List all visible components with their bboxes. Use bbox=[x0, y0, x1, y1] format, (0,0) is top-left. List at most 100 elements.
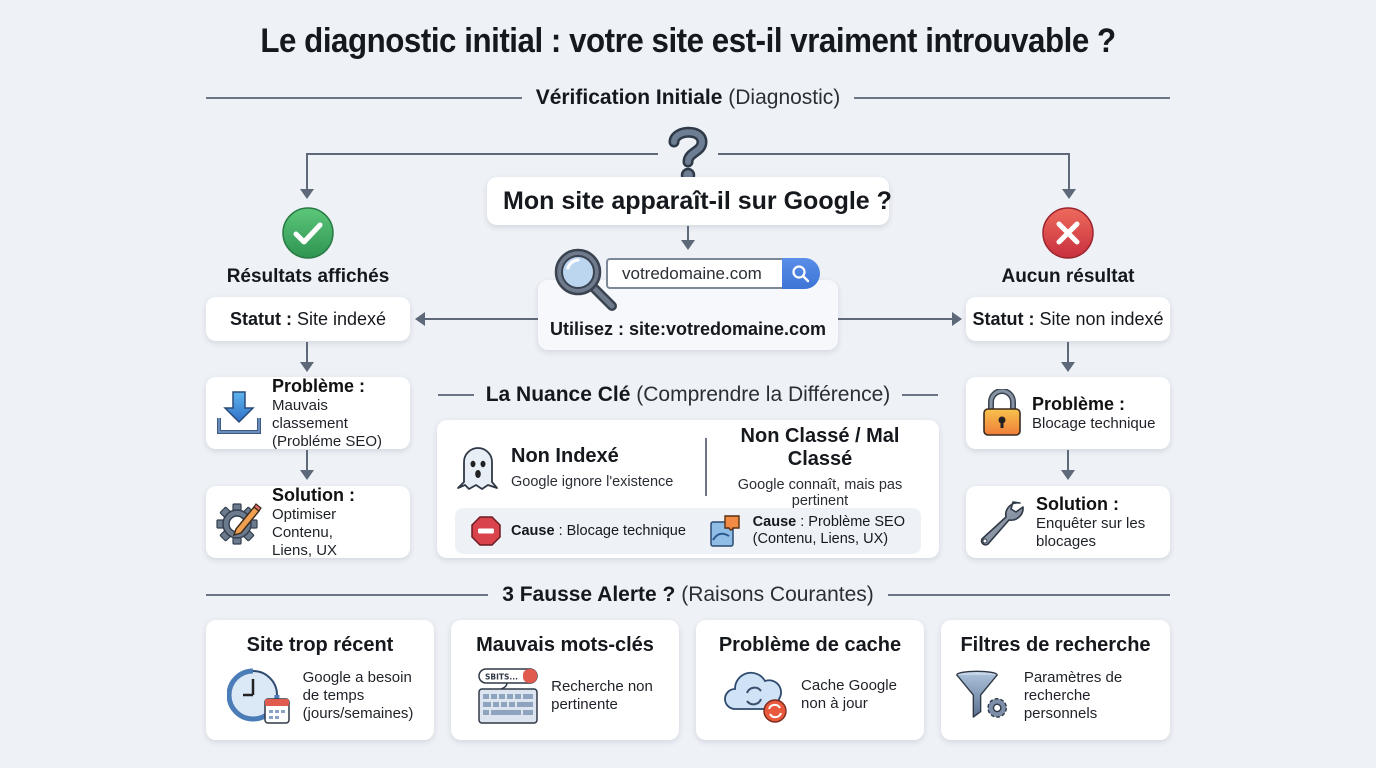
problem-title: Problème : bbox=[272, 375, 366, 396]
cause-bar: Cause : Blocage technique Cause : Problè… bbox=[455, 508, 921, 554]
gear-pencil-icon bbox=[216, 499, 262, 545]
error-circle-icon bbox=[1041, 206, 1095, 260]
cause-value: (Contenu, Liens, UX) bbox=[752, 531, 889, 547]
solution-card-right: Solution : Enquêter sur les blocages bbox=[966, 486, 1170, 558]
alert-text: pertinente bbox=[551, 696, 618, 713]
solution-text: Enquêter sur les bbox=[1036, 514, 1146, 532]
status-value: Site non indexé bbox=[1039, 308, 1164, 329]
problem-title: Problème : bbox=[1032, 393, 1126, 414]
section-header-verification: Vérification Initiale (Diagnostic) bbox=[206, 86, 1171, 110]
arrow-down-icon bbox=[1061, 470, 1075, 480]
arrow-down-icon bbox=[681, 240, 695, 250]
nuance-col1-title: Non Indexé bbox=[511, 444, 619, 467]
section-title-light: (Comprendre la Différence) bbox=[636, 383, 891, 406]
divider-line bbox=[206, 594, 489, 596]
clock-calendar-icon bbox=[226, 668, 290, 724]
arrow-down-icon bbox=[1061, 362, 1075, 372]
solution-text: blocages bbox=[1036, 532, 1097, 550]
question-box: Mon site apparaît-il sur Google ? bbox=[487, 177, 892, 225]
divider-line bbox=[887, 594, 1171, 596]
search-input[interactable]: votredomaine.com bbox=[606, 258, 782, 289]
solution-title: Solution : bbox=[1036, 493, 1119, 514]
ghost-icon bbox=[455, 442, 501, 492]
alert-card-recent-site: Site trop récent Google a besoin de temp… bbox=[206, 620, 434, 740]
cause-key: Cause bbox=[752, 514, 797, 530]
section-title-bold: 3 Fausse Alerte ? bbox=[502, 583, 676, 606]
problem-text: Blocage technique bbox=[1032, 414, 1156, 432]
connector-line bbox=[838, 318, 952, 320]
alert-title: Filtres de recherche bbox=[960, 634, 1151, 656]
arrow-left-icon bbox=[415, 312, 425, 326]
arrow-down-icon bbox=[1062, 189, 1076, 199]
alert-text: Recherche non bbox=[551, 678, 653, 695]
divider-line bbox=[206, 97, 522, 99]
section-header-false-alerts: 3 Fausse Alerte ? (Raisons Courantes) bbox=[206, 583, 1171, 607]
connector-line bbox=[687, 226, 689, 242]
magnifier-icon bbox=[552, 246, 622, 316]
section-title-light: (Raisons Courantes) bbox=[681, 583, 874, 606]
lock-icon bbox=[982, 389, 1022, 437]
arrow-right-icon bbox=[952, 312, 962, 326]
download-tray-icon bbox=[216, 390, 262, 436]
svg-text:SBITS...: SBITS... bbox=[485, 673, 518, 682]
section-title-bold: Vérification Initiale bbox=[535, 86, 723, 109]
status-box-indexed: Statut :Site indexé bbox=[206, 297, 410, 341]
alert-text: Paramètres de bbox=[1023, 669, 1123, 686]
alert-title: Problème de cache bbox=[718, 634, 902, 656]
stop-sign-icon bbox=[471, 516, 501, 546]
search-icon bbox=[792, 264, 810, 282]
page-title: Le diagnostic initial : votre site est-i… bbox=[260, 22, 1116, 60]
alert-text: non à jour bbox=[801, 695, 868, 712]
arrow-down-icon bbox=[300, 189, 314, 199]
column-divider bbox=[705, 438, 707, 496]
alert-card-search-filters: Filtres de recherche Paramètres de reche… bbox=[941, 620, 1170, 740]
alert-text: Google a besoin bbox=[302, 669, 412, 686]
status-value: Site indexé bbox=[296, 308, 387, 329]
alert-title: Mauvais mots-clés bbox=[476, 634, 654, 656]
connector-line bbox=[306, 153, 308, 191]
question-mark-icon bbox=[664, 124, 712, 184]
check-circle-icon bbox=[281, 206, 335, 260]
connector-line bbox=[306, 153, 658, 155]
instruction-text: Utilisez : site:votredomaine.com bbox=[549, 319, 827, 339]
nuance-col1-sub: Google ignore l'existence bbox=[511, 473, 674, 490]
search-button[interactable] bbox=[782, 258, 820, 289]
status-box-not-indexed: Statut :Site non indexé bbox=[966, 297, 1170, 341]
divider-line bbox=[438, 394, 474, 396]
section-header-nuance: La Nuance Clé (Comprendre la Différence) bbox=[438, 383, 938, 407]
alert-text: recherche personnels bbox=[1023, 687, 1098, 722]
cause-value: : Blocage technique bbox=[558, 523, 686, 539]
cause-value: : Problème SEO bbox=[800, 514, 905, 530]
alert-card-wrong-keywords: Mauvais mots-clés SBITS... Recherche non… bbox=[451, 620, 679, 740]
status-key: Statut : bbox=[972, 308, 1035, 329]
cloud-refresh-icon bbox=[724, 671, 787, 723]
connector-line bbox=[306, 450, 308, 472]
nuance-card: Non Indexé Google ignore l'existence Non… bbox=[437, 420, 939, 558]
divider-line bbox=[854, 97, 1171, 99]
alert-text: Cache Google bbox=[801, 677, 897, 694]
solution-title: Solution : bbox=[272, 484, 355, 505]
nuance-col2-sub: Google connaît, mais pas pertinent bbox=[737, 477, 903, 509]
connector-line bbox=[1067, 450, 1069, 472]
arrow-down-icon bbox=[300, 470, 314, 480]
connector-line bbox=[424, 318, 538, 320]
wrench-icon bbox=[976, 497, 1026, 547]
divider-line bbox=[902, 394, 938, 396]
cause-key: Cause bbox=[511, 523, 555, 539]
alert-title: Site trop récent bbox=[246, 634, 394, 656]
problem-text: Mauvais classement bbox=[272, 396, 348, 432]
alert-text: de temps bbox=[302, 687, 365, 704]
solution-card-left: Solution : Optimiser Contenu, Liens, UX bbox=[206, 484, 410, 559]
connector-line bbox=[1067, 342, 1069, 364]
filter-gear-icon bbox=[956, 670, 1008, 718]
connector-line bbox=[718, 153, 1070, 155]
result-label-not-found: Aucun résultat bbox=[1001, 266, 1135, 287]
problem-card-left: Problème : Mauvais classement (Probléme … bbox=[206, 375, 410, 450]
keyboard-search-icon: SBITS... bbox=[478, 668, 538, 724]
alert-card-cache: Problème de cache Cache Google non à jou… bbox=[696, 620, 924, 740]
result-label-found: Résultats affichés bbox=[226, 266, 390, 287]
problem-text: (Probléme SEO) bbox=[272, 432, 383, 450]
section-title-light: (Diagnostic) bbox=[728, 86, 841, 109]
nuance-col2-title: Non Classé / Mal Classé bbox=[740, 425, 900, 470]
problem-card-right: Problème : Blocage technique bbox=[966, 377, 1170, 449]
